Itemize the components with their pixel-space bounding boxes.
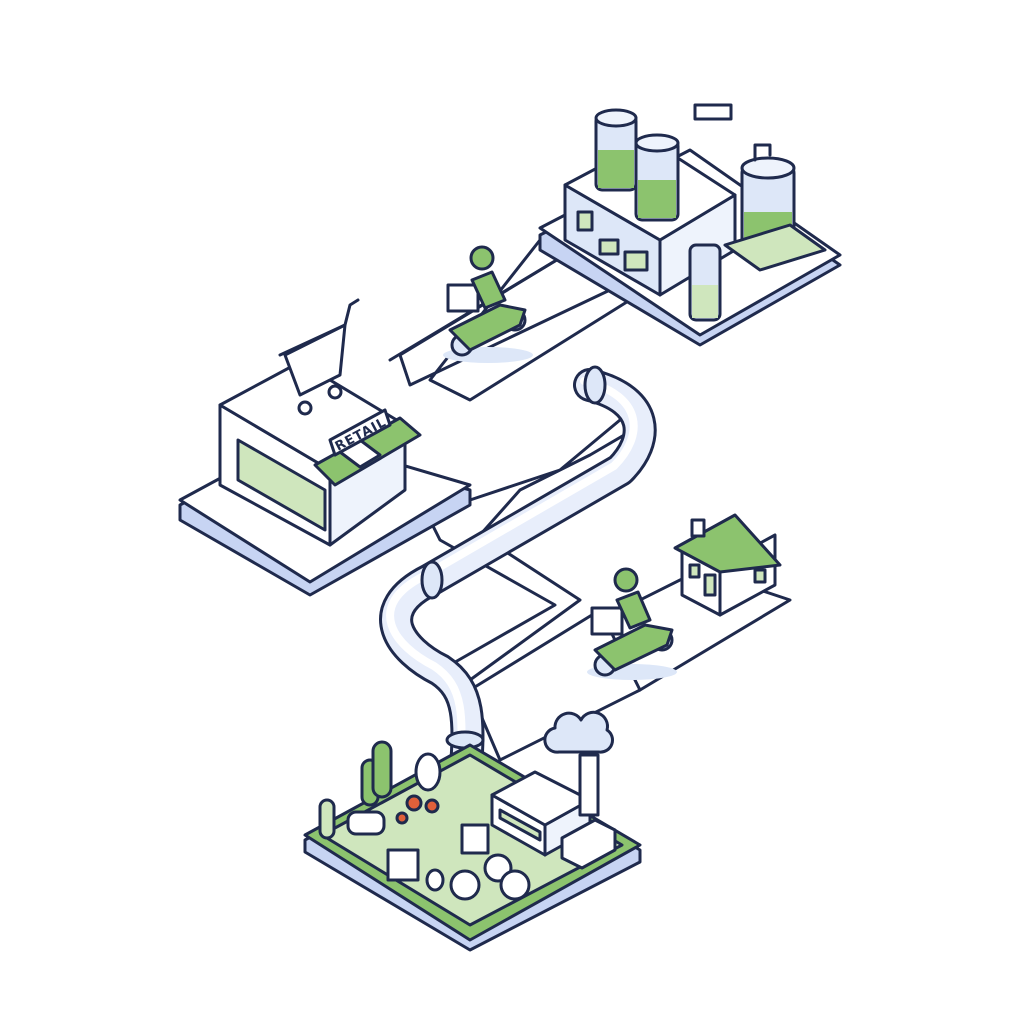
smokestack bbox=[578, 753, 600, 817]
delivery-scooter-icon bbox=[443, 245, 533, 363]
pipe-flange bbox=[420, 560, 444, 600]
rider-helmet bbox=[613, 567, 639, 593]
crate bbox=[460, 823, 490, 855]
crate bbox=[598, 238, 620, 256]
house-door bbox=[703, 573, 717, 597]
fruit bbox=[424, 798, 440, 814]
house-window bbox=[753, 568, 767, 584]
barrel bbox=[425, 868, 445, 892]
smoke-cloud bbox=[543, 710, 614, 754]
crate bbox=[623, 250, 649, 272]
factory-icon bbox=[490, 710, 617, 870]
pipe-flange bbox=[583, 365, 607, 405]
tree-icon bbox=[360, 740, 442, 807]
pipe-flange bbox=[445, 730, 485, 750]
crate bbox=[576, 210, 594, 232]
chimney bbox=[690, 518, 706, 538]
rider-helmet bbox=[469, 245, 495, 271]
conveyor bbox=[723, 223, 827, 272]
farm-raw-materials bbox=[303, 710, 642, 952]
control-panel bbox=[693, 103, 733, 121]
shopping-cart-icon bbox=[278, 298, 360, 416]
cable-reel bbox=[449, 869, 481, 901]
fruit bbox=[395, 811, 409, 825]
processing-plant bbox=[538, 103, 842, 347]
house-window bbox=[688, 563, 701, 579]
pipe-icon bbox=[379, 365, 657, 797]
delivery-scooter-icon bbox=[587, 567, 677, 680]
crate bbox=[386, 848, 420, 882]
store-window bbox=[236, 438, 327, 532]
retail-store: RETAIL bbox=[178, 298, 472, 597]
house-icon bbox=[673, 513, 782, 617]
log-bundle bbox=[346, 810, 386, 836]
tank-icon bbox=[688, 243, 722, 322]
fruit bbox=[405, 794, 423, 812]
tank-icon bbox=[634, 133, 680, 222]
package-box bbox=[590, 606, 624, 636]
tank-icon bbox=[594, 108, 638, 192]
cable-reel bbox=[499, 869, 531, 901]
silo bbox=[318, 798, 336, 840]
package-box bbox=[446, 283, 480, 313]
